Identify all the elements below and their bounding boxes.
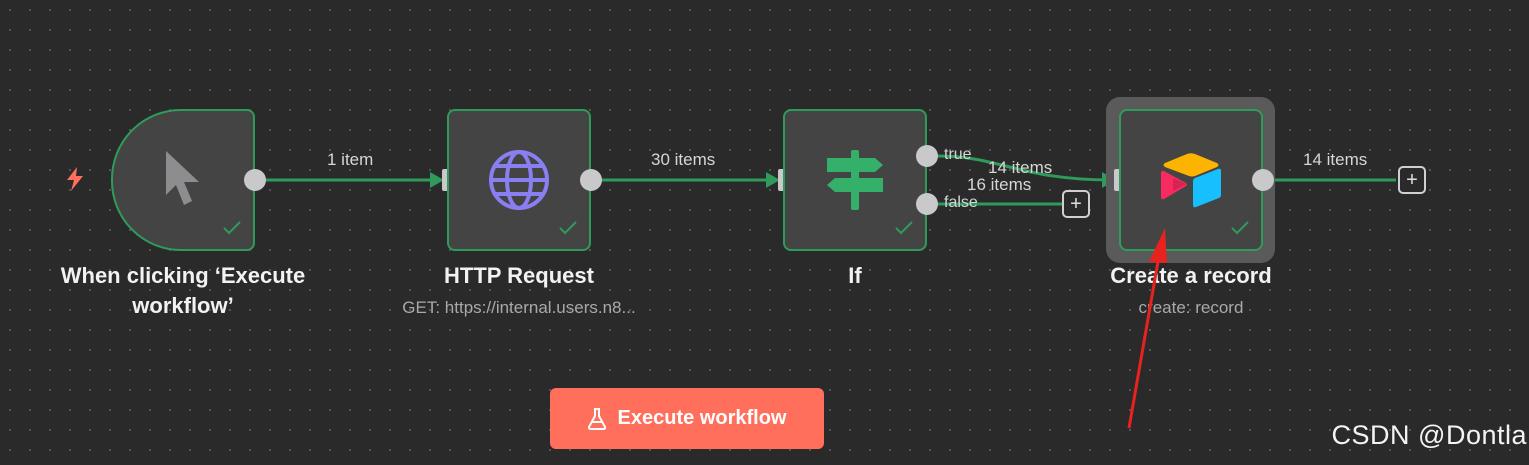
node-manual-trigger[interactable] <box>111 109 255 251</box>
add-node-after-airtable-button[interactable]: + <box>1398 166 1426 194</box>
globe-icon <box>449 111 589 249</box>
watermark-text: CSDN @Dontla <box>1331 420 1527 450</box>
success-check-icon <box>223 221 241 235</box>
trigger-node-title: When clicking ‘Execute workflow’ <box>60 263 306 318</box>
execute-workflow-button[interactable]: Execute workflow <box>550 388 824 449</box>
if-true-label: true <box>944 146 972 163</box>
http-output-port[interactable] <box>580 169 602 191</box>
success-check-icon <box>895 221 913 235</box>
arrowhead-trigger-http <box>430 172 444 188</box>
edge-label-airtable-out: 14 items <box>1303 150 1368 169</box>
trigger-output-port[interactable] <box>244 169 266 191</box>
if-true-output-port[interactable] <box>916 145 938 167</box>
airtable-node-subtitle: create: record <box>1138 298 1244 317</box>
if-false-output-port[interactable] <box>916 193 938 215</box>
node-http-request[interactable] <box>447 109 591 251</box>
cursor-pointer-icon <box>113 111 253 249</box>
if-false-label: false <box>944 194 978 211</box>
success-check-icon <box>1231 221 1249 235</box>
trigger-bolt-icon <box>67 167 83 191</box>
if-node-title: If <box>848 263 862 288</box>
signpost-icon <box>785 111 925 249</box>
flask-icon <box>587 407 606 430</box>
execute-workflow-label: Execute workflow <box>617 407 787 429</box>
plus-icon: + <box>1406 169 1418 191</box>
node-airtable-create-record[interactable] <box>1119 109 1263 251</box>
airtable-logo-icon <box>1121 111 1261 249</box>
connection-if-true-airtable <box>937 154 1113 182</box>
arrowhead-http-if <box>766 172 780 188</box>
edge-label-true-branch: 14 items <box>988 158 1053 177</box>
node-if[interactable] <box>783 109 927 251</box>
airtable-output-port[interactable] <box>1252 169 1274 191</box>
edge-label-http-if: 30 items <box>651 150 716 169</box>
add-node-after-false-button[interactable]: + <box>1062 190 1090 218</box>
edge-label-false-branch: 16 items <box>967 175 1032 194</box>
success-check-icon <box>559 221 577 235</box>
edge-label-trigger-http: 1 item <box>327 150 374 169</box>
http-node-title: HTTP Request <box>444 263 594 288</box>
plus-icon: + <box>1070 193 1082 215</box>
airtable-node-title: Create a record <box>1110 263 1272 288</box>
http-node-subtitle: GET: https://internal.users.n8... <box>402 298 636 317</box>
